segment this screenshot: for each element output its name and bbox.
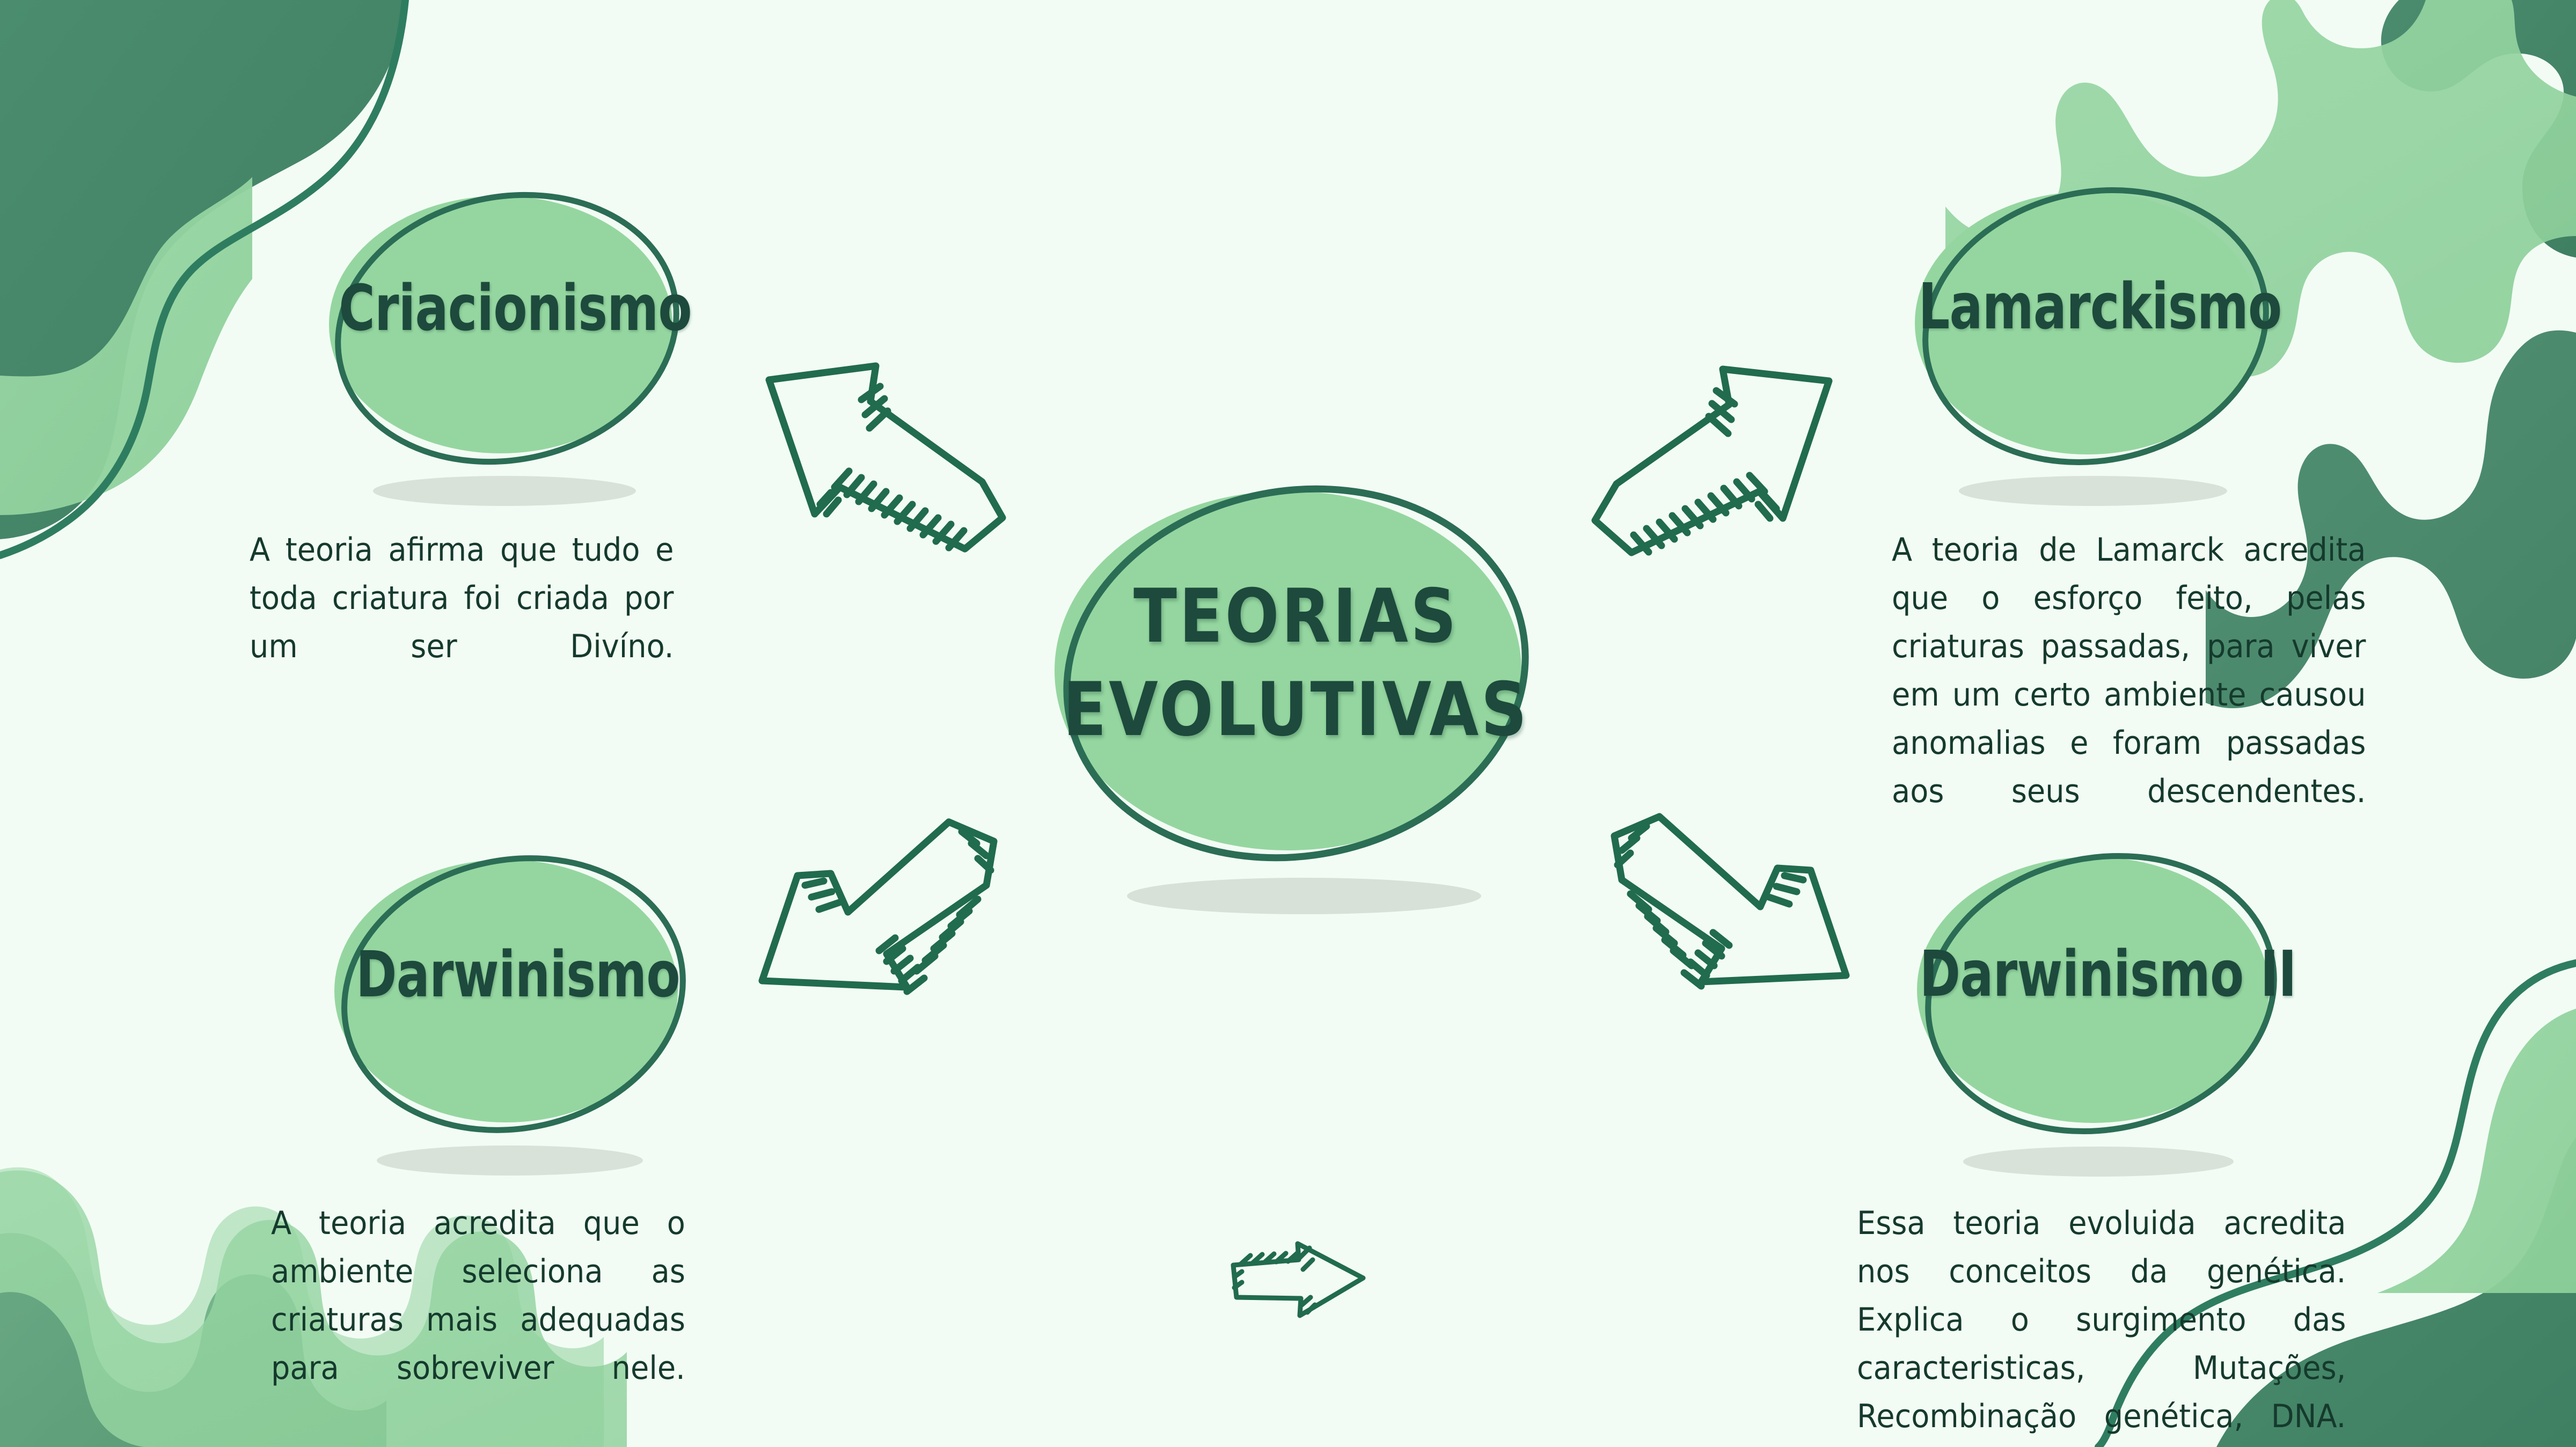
arrow-down-right-icon [1611,813,1850,990]
ellipse-fill [1055,491,1521,850]
ellipse-fill [1915,192,2260,454]
ellipse-outline [1922,187,2269,465]
darwinismo-title: Darwinismo [356,937,680,1011]
node-lamarckismo[interactable]: Lamarckismo [1868,182,2329,506]
darwinismo-ii-node-shape [1917,853,2277,1177]
ellipse-outline [335,192,679,465]
center-node-title: TEORIAS EVOLUTIVAS [1008,579,1585,747]
center-node-shape [1055,485,1529,914]
node-darwinismo[interactable]: Darwinismo [292,850,743,1176]
lamarckismo-description: A teoria de Lamarck acredita que o esfor… [1892,531,2366,810]
drop-shadow [377,1145,643,1176]
node-darwinismo-ii[interactable]: Darwinismo II [1868,848,2340,1177]
arrow-up-right-icon [1591,365,1833,556]
arrow-down-left-icon [758,818,998,995]
drop-shadow [1127,878,1481,914]
center-title-line-2: EVOLUTIVAS [1063,666,1529,753]
criacionismo-description: A teoria afirma que tudo e toda criatura… [250,531,674,665]
arrow-right-icon [1231,1241,1366,1318]
ellipse-fill [329,196,672,453]
ellipse-outline [1925,853,2277,1135]
lamarckismo-title: Lamarckismo [1918,269,2282,343]
criacionismo-title: Criacionismo [339,271,692,345]
center-title-line-1: TEORIAS [1133,573,1459,659]
darwinismo-ii-description: Essa teoria evoluida acredita nos concei… [1857,1204,2346,1435]
criacionismo-node-shape [329,192,679,506]
drop-shadow [1959,476,2227,506]
darwinismo-description: A teoria acredita que o ambiente selecio… [271,1204,685,1387]
ellipse-outline [341,855,686,1133]
node-criacionismo[interactable]: Criacionismo [290,188,735,506]
drop-shadow [1963,1147,2234,1177]
ellipse-fill [334,860,678,1122]
arrow-up-left-icon [765,362,1006,553]
drop-shadow [373,476,636,506]
darwinismo-ii-title: Darwinismo II [1919,937,2297,1011]
center-node-teorias-evolutivas[interactable]: TEORIAS EVOLUTIVAS [961,472,1631,914]
ellipse-outline [1063,485,1529,862]
ellipse-fill [1917,857,2269,1123]
lamarckismo-node-shape [1915,187,2269,506]
darwinismo-node-shape [334,855,686,1176]
